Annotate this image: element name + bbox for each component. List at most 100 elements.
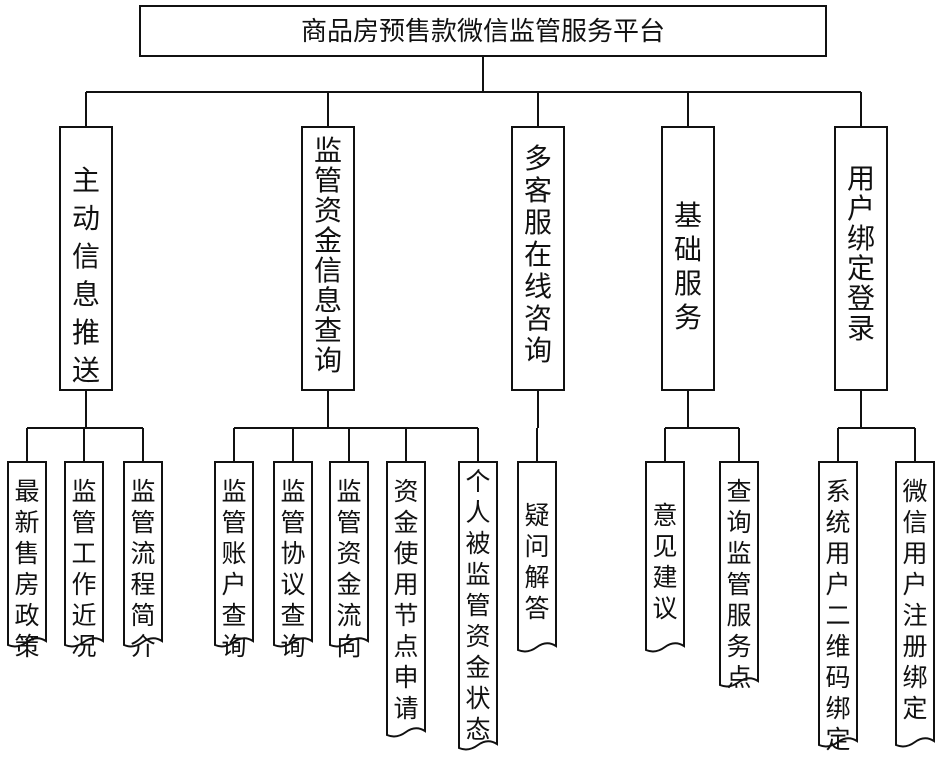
leaf-label-char: 账: [221, 539, 246, 568]
leaf-label-char: 询: [221, 632, 246, 661]
leaf-label-char: 户: [221, 570, 246, 599]
leaf-box: [386, 461, 426, 738]
leaf-label-char: 金: [336, 570, 361, 599]
category-label-char: 监: [314, 134, 342, 167]
leaf-label-char: 管: [336, 508, 361, 537]
leaf-label-char: 态: [465, 715, 490, 744]
category-label-char: 金: [314, 224, 342, 257]
leaf-label-char: 新: [14, 508, 39, 537]
leaf-label-char: 用: [393, 570, 418, 599]
leaf-label-char: 金: [465, 653, 490, 682]
root-node: 商品房预售款微信监管服务平台: [139, 5, 827, 57]
leaf-label-char: 定: [825, 725, 850, 754]
leaf-label-char: 议: [652, 594, 677, 623]
category-label-char: 在: [524, 238, 552, 271]
leaf-label-char: 监: [726, 539, 751, 568]
leaf-label-char: 点: [726, 663, 751, 692]
leaf-label-char: 绑: [902, 663, 927, 692]
leaf-label-char: 程: [130, 570, 155, 599]
category-box: [834, 126, 888, 391]
leaf-label-char: 码: [825, 663, 850, 692]
category-label-char: 务: [674, 301, 702, 334]
leaf-label-char: 问: [524, 532, 549, 561]
leaf-box: [7, 461, 47, 648]
leaf-label-char: 资: [393, 477, 418, 506]
category-label-char: 多: [524, 142, 552, 175]
category-label-char: 主: [72, 164, 100, 197]
category-label-char: 登: [847, 282, 875, 315]
leaf-box: [895, 461, 935, 748]
category-label-char: 管: [314, 164, 342, 197]
leaf-box: [458, 461, 498, 751]
leaf-box: [64, 461, 104, 648]
category-label-char: 咨: [524, 302, 552, 335]
leaf-label-char: 用: [825, 539, 850, 568]
category-label-char: 信: [314, 254, 342, 287]
leaf-box: [517, 461, 557, 653]
category-box: [511, 126, 565, 391]
leaf-label-char: 人: [465, 498, 490, 527]
category-label-char: 资: [314, 194, 342, 227]
leaf-box: [719, 461, 759, 688]
leaf-label-char: 作: [71, 570, 96, 599]
category-label-char: 录: [847, 312, 875, 345]
leaf-label-char: 资: [336, 539, 361, 568]
leaf-label-char: 查: [221, 601, 246, 630]
leaf-label-char: 询: [726, 508, 751, 537]
leaf-label-char: 状: [465, 684, 490, 713]
leaf-label-char: 简: [130, 601, 155, 630]
leaf-box: [818, 461, 858, 748]
leaf-label-char: 个: [465, 467, 490, 496]
leaf-label-char: 系: [825, 477, 850, 506]
leaf-label-char: 售: [14, 539, 39, 568]
category-label-char: 户: [847, 192, 875, 225]
leaf-label-char: 近: [71, 601, 96, 630]
leaf-label-char: 注: [902, 601, 927, 630]
leaf-label-char: 监: [336, 477, 361, 506]
leaf-label-char: 用: [902, 539, 927, 568]
category-label-char: 服: [524, 206, 552, 239]
category-label-char: 线: [524, 270, 552, 303]
leaf-label-char: 申: [393, 663, 418, 692]
leaf-label-char: 户: [902, 570, 927, 599]
leaf-label-char: 向: [336, 632, 361, 661]
category-label-char: 送: [72, 354, 100, 387]
category-label-char: 息: [72, 278, 100, 311]
category-label-char: 息: [314, 284, 342, 317]
category-label-char: 查: [314, 314, 342, 347]
leaf-label-char: 管: [130, 508, 155, 537]
leaf-box: [123, 461, 163, 648]
leaf-label-char: 户: [825, 570, 850, 599]
leaf-label-char: 资: [465, 622, 490, 651]
leaf-label-char: 务: [726, 632, 751, 661]
leaf-label-char: 管: [726, 570, 751, 599]
connector-lines: [26, 56, 916, 462]
leaf-label-char: 工: [71, 539, 96, 568]
leaf-label-char: 管: [71, 508, 96, 537]
leaf-label-char: 节: [393, 601, 418, 630]
leaf-label-char: 流: [130, 539, 155, 568]
leaf-box: [214, 461, 254, 648]
leaf-label-char: 监: [130, 477, 155, 506]
category-label-char: 询: [314, 344, 342, 377]
leaf-label-char: 意: [652, 501, 677, 530]
root-title: 商品房预售款微信监管服务平台: [301, 17, 665, 47]
category-box: [661, 126, 715, 391]
leaf-label-char: 监: [280, 477, 305, 506]
leaf-box: [645, 461, 685, 653]
leaf-label-char: 况: [71, 632, 96, 661]
